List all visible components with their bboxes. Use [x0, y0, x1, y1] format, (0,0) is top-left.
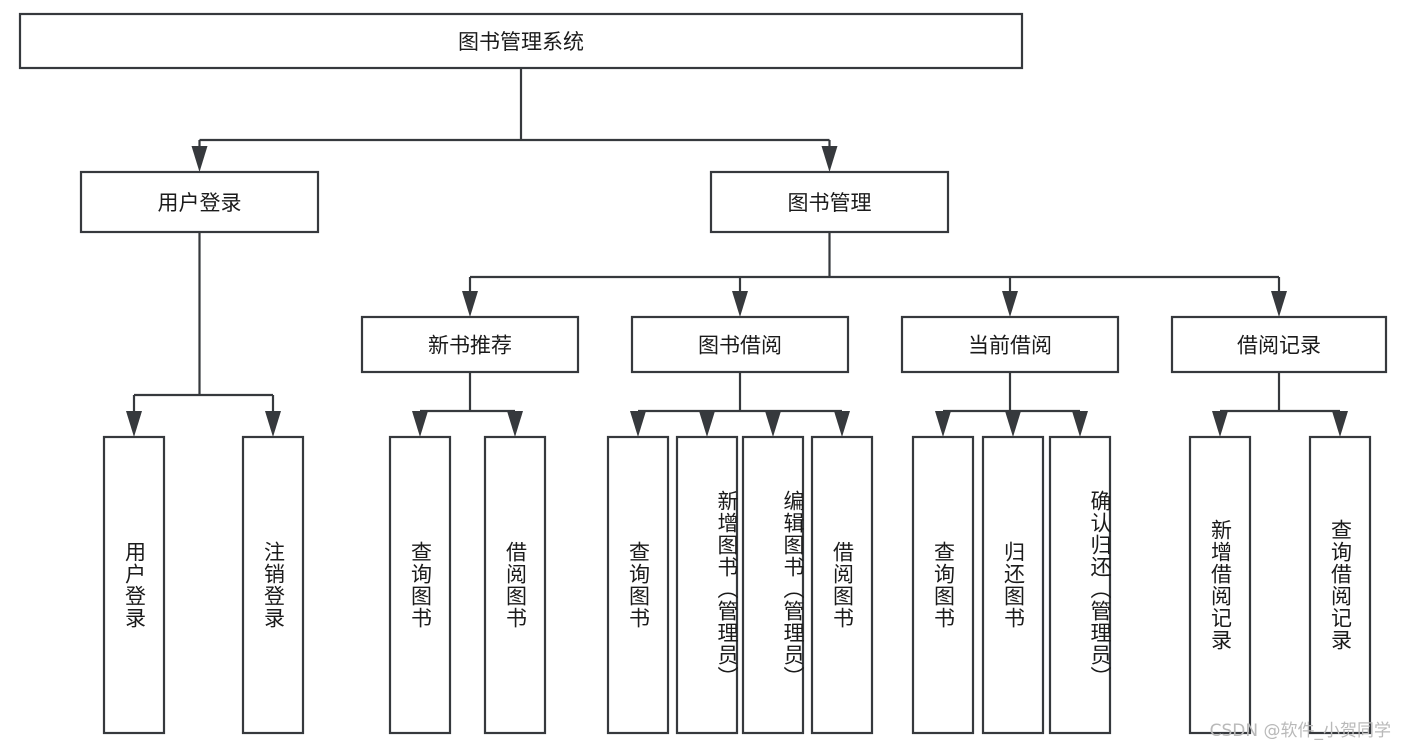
node-leaf-borrow-take[interactable]	[810, 435, 874, 735]
node-new-book-rec-label: 新书推荐	[428, 334, 512, 358]
node-root[interactable]	[18, 12, 1024, 70]
node-book-borrow[interactable]	[630, 315, 850, 374]
node-book-manage-label: 图书管理	[788, 191, 872, 215]
node-leaf-cur-return[interactable]	[981, 435, 1045, 735]
node-leaf-user-logout[interactable]	[241, 435, 305, 735]
node-leaf-borrow-add[interactable]	[675, 435, 739, 735]
node-root-label: 图书管理系统	[458, 30, 584, 54]
arrow-head-icon	[834, 411, 850, 437]
node-leaf-borrow-edit[interactable]	[741, 435, 805, 735]
box-layer	[18, 12, 1388, 735]
node-user-login-label: 用户登录	[158, 191, 242, 215]
node-borrow-record[interactable]	[1170, 315, 1388, 374]
arrow-head-icon	[935, 411, 951, 437]
node-leaf-rec-query[interactable]	[388, 435, 452, 735]
arrow-head-icon	[821, 146, 838, 172]
node-leaf-cur-query[interactable]	[911, 435, 975, 735]
node-new-book-rec[interactable]	[360, 315, 580, 374]
arrow-head-icon	[1002, 291, 1018, 317]
arrow-head-icon	[1072, 411, 1088, 437]
arrow-head-icon	[1212, 411, 1228, 437]
connector-layer	[126, 68, 1348, 437]
arrow-head-icon	[1332, 411, 1348, 437]
node-leaf-borrow-query[interactable]	[606, 435, 670, 735]
node-leaf-user-login[interactable]	[102, 435, 166, 735]
node-leaf-rec-borrow[interactable]	[483, 435, 547, 735]
node-leaf-cur-confirm[interactable]	[1048, 435, 1112, 735]
arrow-head-icon	[412, 411, 428, 437]
arrow-head-icon	[699, 411, 715, 437]
arrow-head-icon	[732, 291, 748, 317]
node-current-borrow[interactable]	[900, 315, 1120, 374]
arrow-head-icon	[265, 411, 281, 437]
node-borrow-record-label: 借阅记录	[1237, 334, 1321, 358]
node-leaf-rec-search[interactable]	[1308, 435, 1372, 735]
arrow-head-icon	[462, 291, 478, 317]
node-book-manage[interactable]	[709, 170, 950, 234]
arrow-head-icon	[126, 411, 142, 437]
arrow-head-icon	[1005, 411, 1021, 437]
node-user-login[interactable]	[79, 170, 320, 234]
arrow-head-icon	[630, 411, 646, 437]
node-book-borrow-label: 图书借阅	[698, 334, 782, 358]
arrow-head-icon	[1271, 291, 1287, 317]
node-current-borrow-label: 当前借阅	[968, 334, 1052, 358]
arrow-head-icon	[765, 411, 781, 437]
arrow-head-icon	[191, 146, 208, 172]
arrow-head-icon	[507, 411, 523, 437]
node-leaf-rec-add[interactable]	[1188, 435, 1252, 735]
